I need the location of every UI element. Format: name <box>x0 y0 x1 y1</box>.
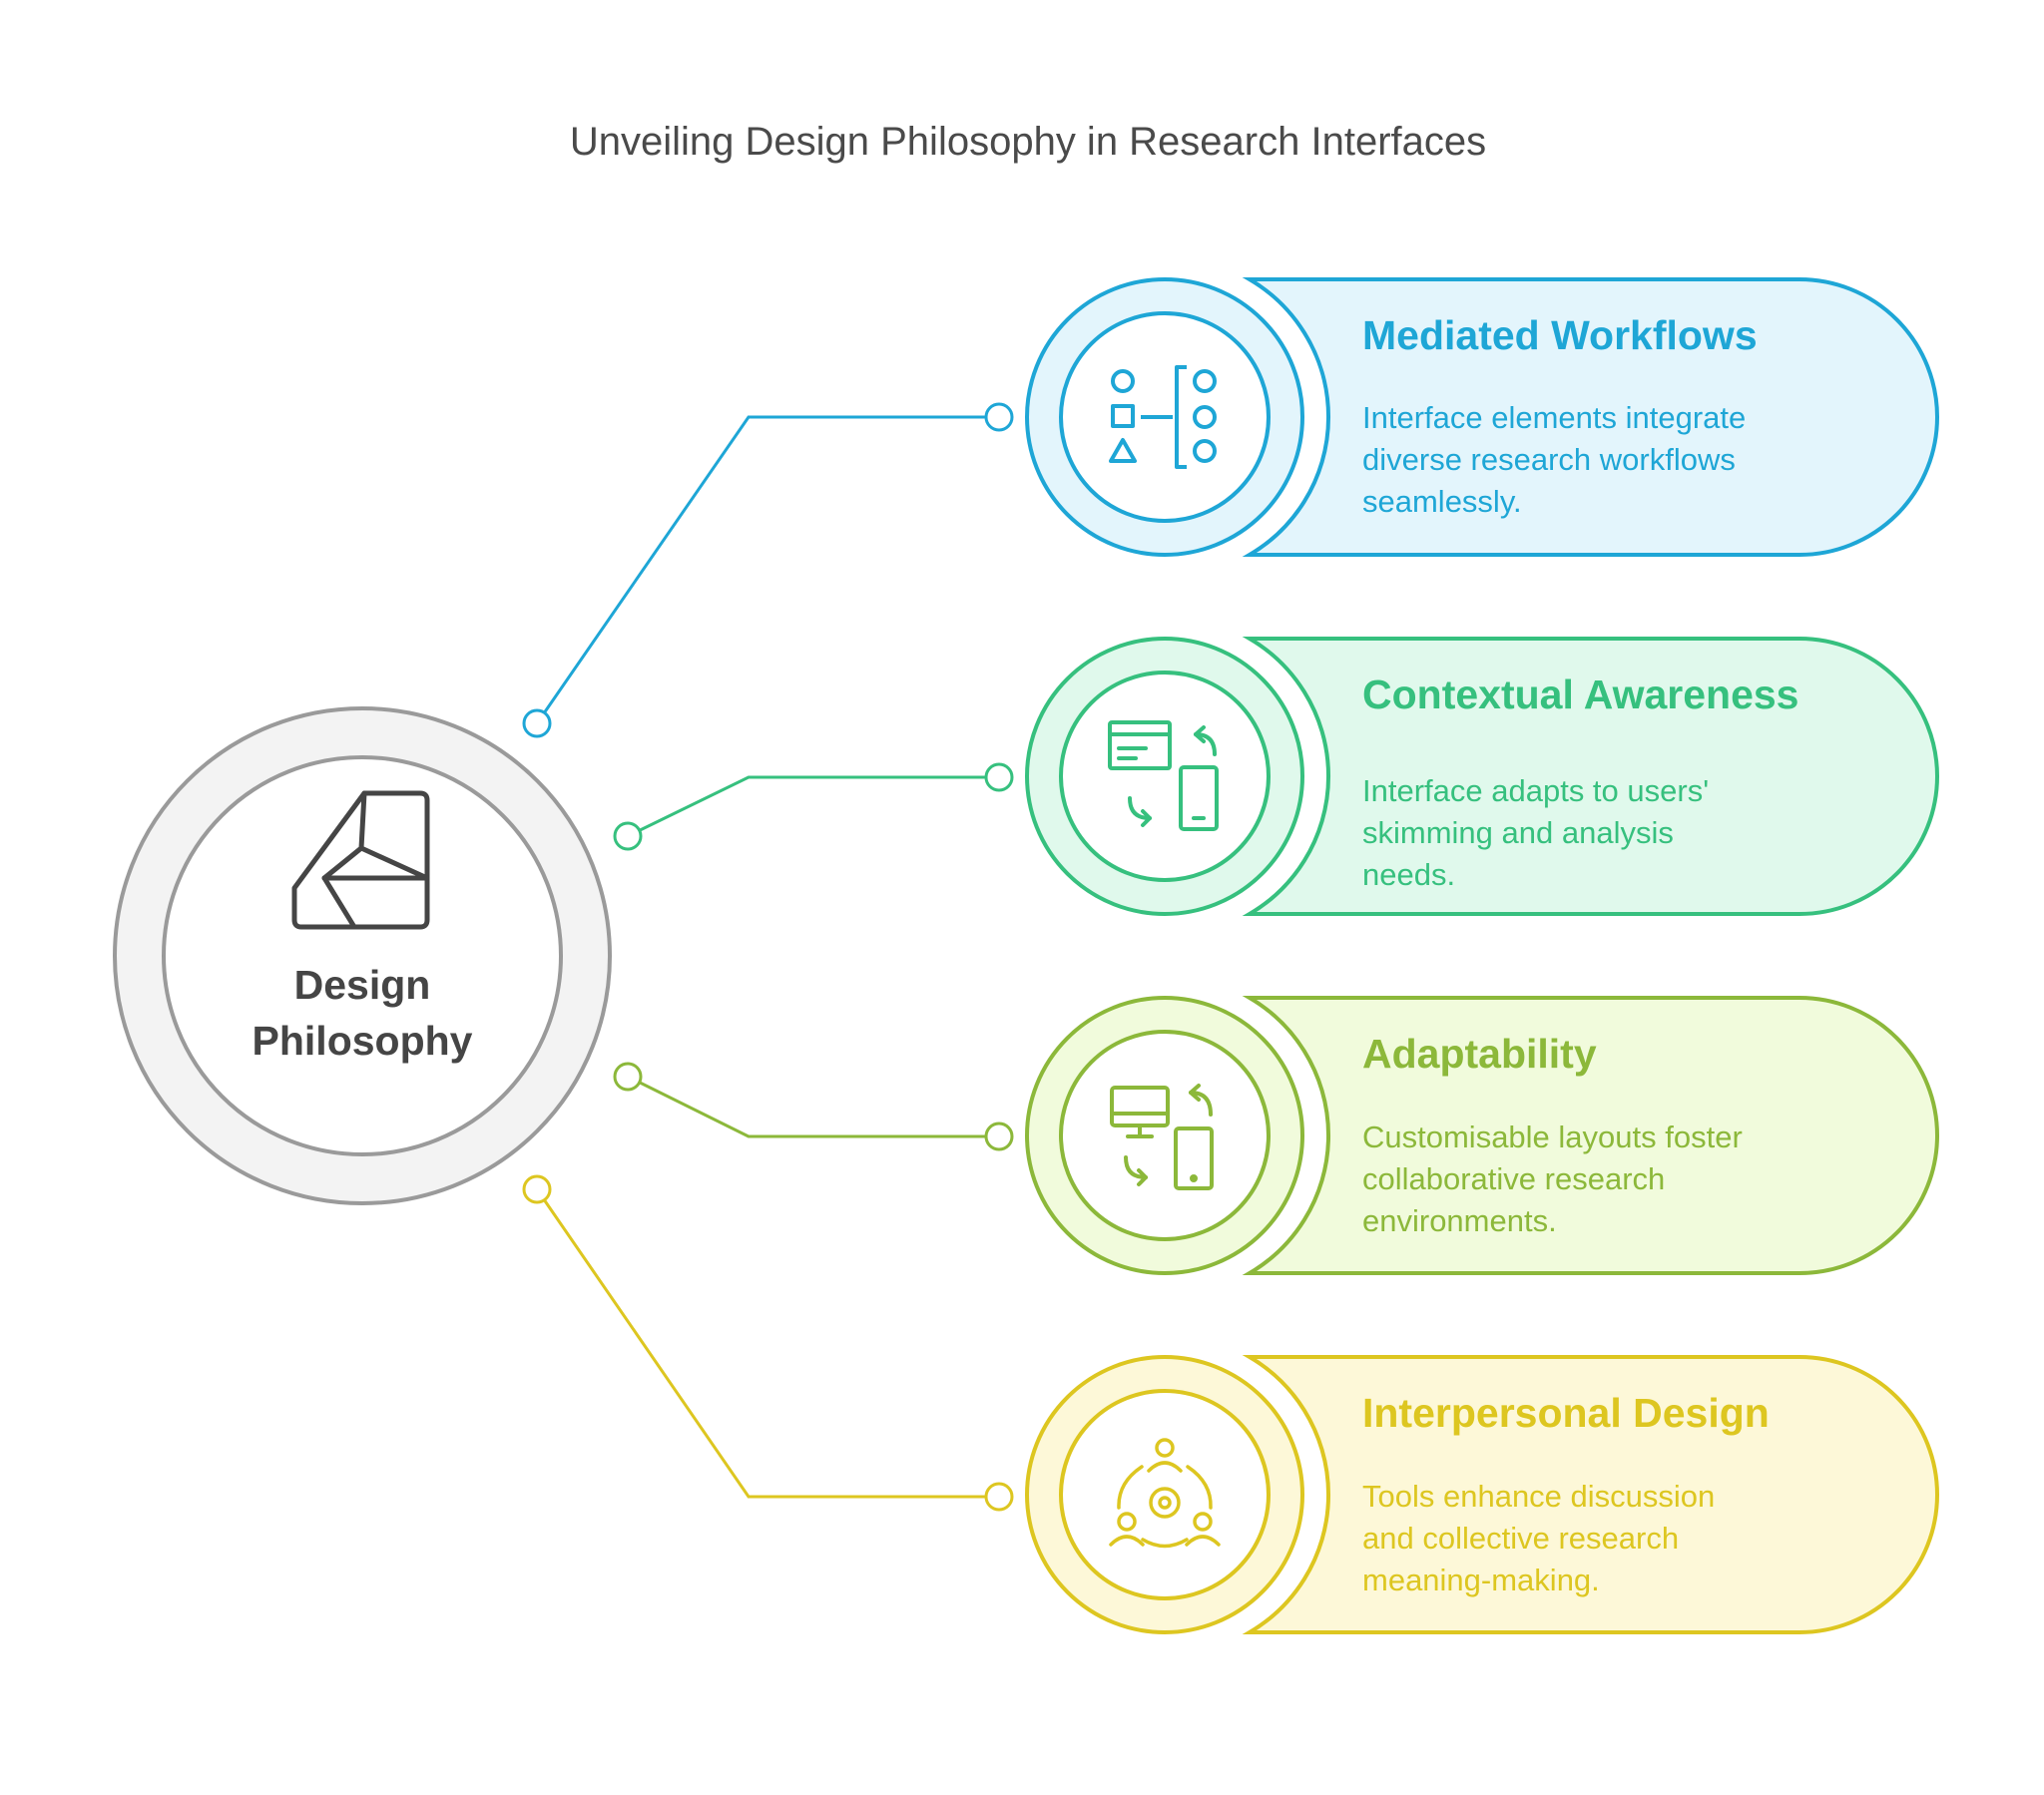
card-desc-line3: seamlessly. <box>1362 484 1522 519</box>
card-interpersonal-design: Interpersonal Design Tools enhance discu… <box>1025 1355 1939 1634</box>
card-adaptability: Adaptability Customisable layouts foster… <box>1025 996 1939 1275</box>
card-desc-line1: Customisable layouts foster <box>1362 1120 1743 1154</box>
center-label-line1: Design <box>294 962 431 1008</box>
design-philosophy-icon <box>291 790 430 930</box>
connector-interpersonal-design <box>522 1174 1014 1512</box>
center-label-line2: Philosophy <box>253 1018 473 1064</box>
card-contextual-awareness: Contextual Awareness Interface adapts to… <box>1025 637 1939 916</box>
card-desc-line2: and collective research <box>1362 1521 1679 1556</box>
card-desc-line2: skimming and analysis <box>1362 815 1674 850</box>
card-desc-line3: environments. <box>1362 1203 1557 1238</box>
card-mediated-workflows: Mediated Workflows Interface elements in… <box>1025 277 1939 557</box>
connector-contextual-awareness <box>613 762 1014 851</box>
card-heading: Interpersonal Design <box>1362 1390 1770 1436</box>
card-desc-line2: collaborative research <box>1362 1161 1665 1196</box>
card-desc-line1: Interface elements integrate <box>1362 400 1746 435</box>
card-desc-line3: needs. <box>1362 857 1455 892</box>
central-hub: Design Philosophy <box>113 706 612 1205</box>
page-title: Unveiling Design Philosophy in Research … <box>570 120 1486 164</box>
card-heading: Contextual Awareness <box>1362 672 1799 717</box>
connector-mediated-workflows <box>522 402 1014 738</box>
card-desc-line1: Interface adapts to users' <box>1362 773 1709 808</box>
workflow-shapes-icon <box>1109 365 1217 469</box>
card-desc-line1: Tools enhance discussion <box>1362 1479 1715 1514</box>
card-heading: Mediated Workflows <box>1362 312 1758 358</box>
team-collaboration-icon <box>1109 1438 1221 1549</box>
connector-adaptability <box>613 1062 1014 1151</box>
card-desc-line3: meaning-making. <box>1362 1563 1600 1597</box>
desktop-mobile-sync-icon <box>1110 1084 1214 1190</box>
card-heading: Adaptability <box>1362 1031 1597 1077</box>
window-to-mobile-icon <box>1108 720 1219 831</box>
card-desc-line2: diverse research workflows <box>1362 442 1736 477</box>
